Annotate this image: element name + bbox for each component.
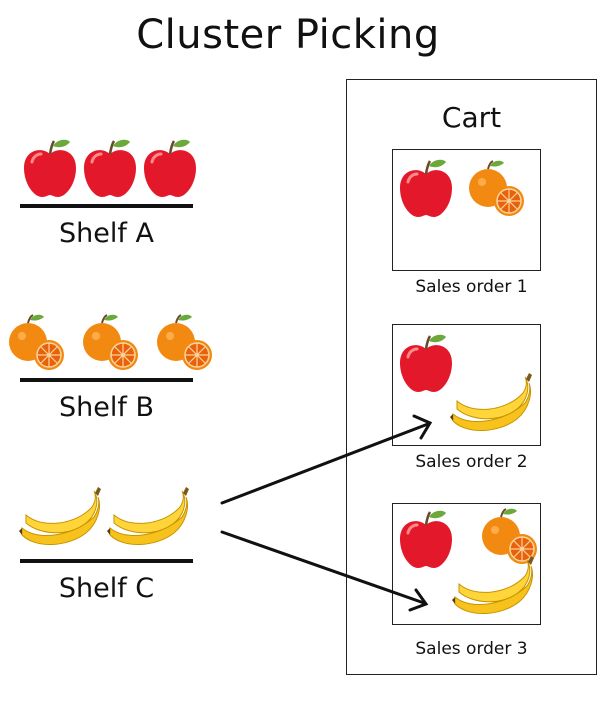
orange-icon <box>469 160 524 216</box>
apple-icon <box>24 139 76 197</box>
shelf-b-label: Shelf B <box>59 392 154 423</box>
arrow-to-sales-order-2 <box>220 414 433 505</box>
arrow-to-sales-order-3 <box>220 530 429 612</box>
shelf-c-label: Shelf C <box>58 573 155 604</box>
diagram-title: Cluster Picking <box>136 12 440 58</box>
shelf-b-line <box>20 378 193 382</box>
sales-order-2-box <box>392 324 541 446</box>
orange-icon <box>83 314 138 370</box>
shelf-a-fruits <box>24 139 196 197</box>
cart-title: Cart <box>441 101 502 134</box>
apple-icon <box>84 139 136 197</box>
shelf-c-fruits <box>19 487 189 546</box>
shelf-b-fruits <box>9 314 212 370</box>
sales-order-2-label: Sales order 2 <box>415 452 528 472</box>
banana-icon <box>450 373 532 432</box>
orange-icon <box>9 314 64 370</box>
banana-icon <box>452 556 534 615</box>
banana-icon <box>19 487 101 546</box>
orange-icon <box>482 508 537 564</box>
apple-icon <box>400 159 452 217</box>
sales-order-1-box <box>392 149 541 271</box>
sales-order-1-label: Sales order 1 <box>415 277 528 297</box>
shelf-a-label: Shelf A <box>59 218 154 249</box>
sales-order-3-box <box>392 503 541 625</box>
banana-icon <box>107 487 189 546</box>
shelf-a: Shelf A <box>0 130 220 255</box>
orange-icon <box>157 314 212 370</box>
shelf-c: Shelf C <box>0 485 220 610</box>
apple-icon <box>400 510 452 568</box>
shelf-a-line <box>20 204 193 208</box>
shelf-b: Shelf B <box>0 305 220 430</box>
sales-order-3-label: Sales order 3 <box>415 639 528 659</box>
apple-icon <box>144 139 196 197</box>
shelf-c-line <box>20 559 193 563</box>
apple-icon <box>400 334 452 392</box>
cart: Cart Sales order 1 <box>346 79 597 675</box>
